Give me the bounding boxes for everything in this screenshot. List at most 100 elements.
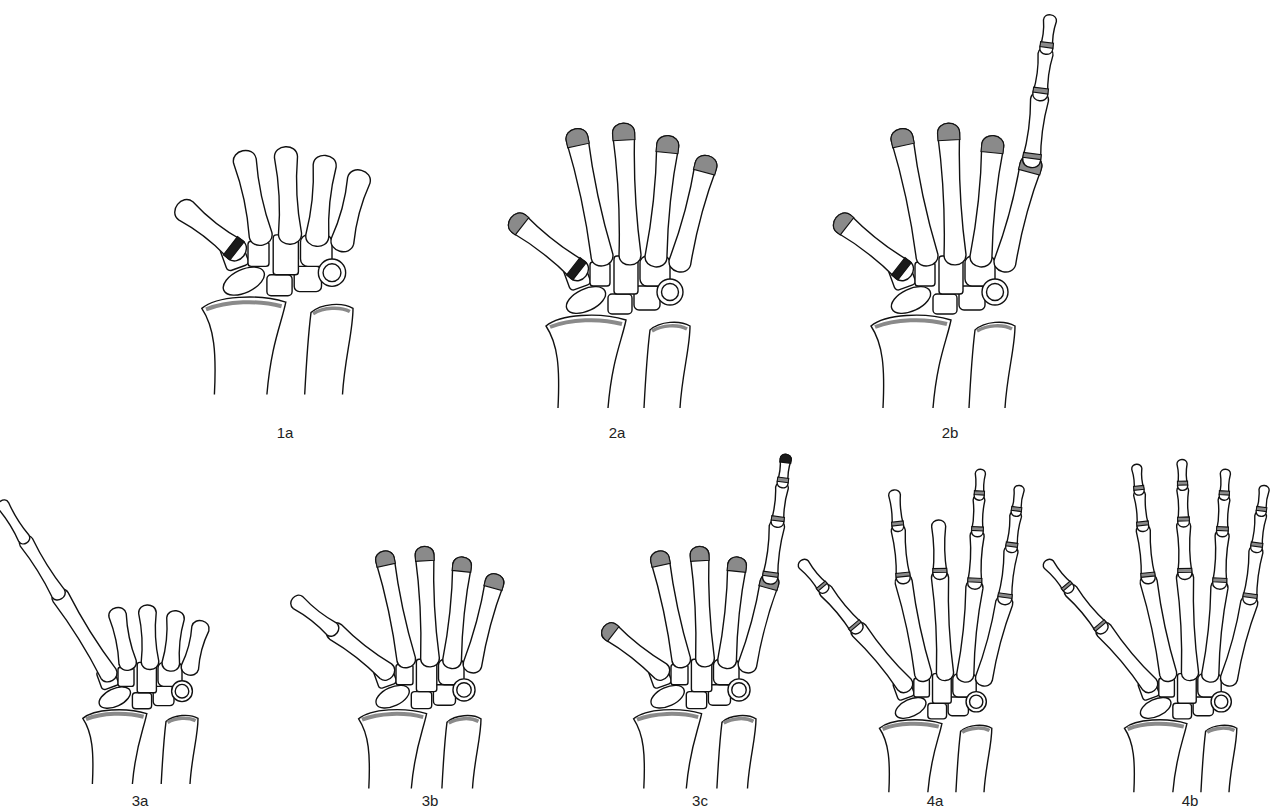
ulna-growth-plate bbox=[1207, 728, 1234, 732]
metacarpal-head-epiphysis bbox=[727, 557, 746, 572]
phalanx-growth-plate bbox=[1217, 526, 1229, 531]
lunate-bone bbox=[608, 294, 632, 314]
metacarpal-bone bbox=[895, 574, 932, 681]
finger-phalanx bbox=[1132, 464, 1144, 495]
finger-phalanx bbox=[972, 495, 985, 537]
metacarpal-bone bbox=[233, 150, 272, 245]
phalanx-growth-plate bbox=[1093, 620, 1106, 631]
finger-phalanx bbox=[1217, 495, 1230, 537]
ulna-bone bbox=[644, 322, 690, 408]
metacarpal-bone bbox=[891, 129, 938, 266]
ulna-growth-plate bbox=[724, 719, 754, 723]
phalanx-growth-plate bbox=[892, 521, 904, 526]
radius-growth-plate bbox=[1128, 724, 1184, 729]
finger-phalanx bbox=[1033, 48, 1053, 101]
finger-phalanx bbox=[1023, 92, 1049, 168]
metacarpal-bone bbox=[463, 574, 504, 673]
metacarpal-bone bbox=[566, 129, 613, 266]
phalanx-growth-plate bbox=[1213, 578, 1227, 583]
phalanx-growth-plate bbox=[1061, 581, 1072, 591]
ulna-bone bbox=[305, 304, 353, 394]
lunate-bone bbox=[928, 703, 947, 719]
pisiform-bone bbox=[318, 259, 345, 286]
metacarpal-bone bbox=[651, 551, 691, 668]
thumb-phalanx bbox=[1043, 559, 1074, 593]
metacarpal-bone bbox=[690, 546, 714, 666]
ulna-growth-plate bbox=[977, 326, 1012, 331]
pisiform-inner bbox=[987, 284, 1004, 301]
panel-label: 2b bbox=[942, 424, 959, 441]
phalanx-growth-plate bbox=[896, 572, 910, 577]
finger-phalanx bbox=[1006, 511, 1022, 553]
finger-phalanx bbox=[889, 490, 904, 532]
finger-phalanx bbox=[1134, 490, 1149, 532]
radius-bone bbox=[871, 315, 951, 408]
finger-phalanx bbox=[777, 454, 791, 488]
ulna-bone bbox=[956, 725, 992, 792]
lunate-bone bbox=[1173, 703, 1192, 719]
phalanx-growth-plate bbox=[1011, 506, 1022, 511]
finger-phalanx bbox=[1040, 15, 1057, 55]
phalanx-growth-plate bbox=[1006, 542, 1018, 547]
phalanx-growth-plate bbox=[1178, 517, 1190, 521]
thumb-metacarpal bbox=[851, 623, 913, 693]
thumb-metacarpal bbox=[175, 199, 247, 260]
metacarpal-bone bbox=[613, 123, 641, 265]
thumb-metacarpal bbox=[508, 213, 588, 281]
phalanx-growth-plate bbox=[848, 620, 861, 631]
radius-bone bbox=[546, 315, 626, 408]
metacarpal-head-epiphysis bbox=[613, 123, 635, 140]
ulna-bone bbox=[717, 716, 756, 789]
metacarpal-head-epiphysis bbox=[452, 557, 471, 572]
finger-phalanx bbox=[1177, 520, 1192, 579]
finger-phalanx bbox=[1219, 469, 1230, 500]
ulna-growth-plate bbox=[449, 719, 479, 723]
metacarpal-head-epiphysis bbox=[938, 123, 960, 140]
finger-phalanx bbox=[1256, 485, 1269, 516]
thumb-head-epiphysis bbox=[833, 213, 853, 235]
hand-skeleton bbox=[798, 469, 1024, 792]
metacarpal-bone bbox=[331, 170, 370, 252]
thumb-metacarpal bbox=[602, 623, 670, 681]
finger-phalanx bbox=[1136, 525, 1155, 584]
metacarpal-head-epiphysis bbox=[415, 546, 434, 561]
metacarpal-bone bbox=[181, 621, 209, 676]
metacarpal-bone bbox=[162, 611, 184, 671]
radius-growth-plate bbox=[86, 714, 144, 719]
ulna-bone bbox=[969, 322, 1015, 408]
lunate-bone bbox=[267, 275, 292, 296]
metacarpal-bone bbox=[738, 574, 779, 673]
ulna-bone bbox=[1201, 725, 1237, 792]
thumb-metacarpal bbox=[1096, 623, 1158, 693]
phalanx-growth-plate bbox=[1033, 87, 1049, 94]
finger-phalanx bbox=[1243, 546, 1263, 605]
hand-skeleton bbox=[833, 15, 1056, 408]
metacarpal-bone bbox=[1176, 570, 1198, 680]
metacarpal-bone bbox=[415, 546, 439, 666]
pisiform-bone bbox=[966, 692, 986, 712]
pisiform-inner bbox=[970, 695, 983, 708]
finger-phalanx bbox=[1177, 459, 1188, 490]
phalanx-growth-plate bbox=[998, 593, 1012, 599]
metacarpal-bone bbox=[306, 155, 336, 246]
metacarpal-bone bbox=[931, 570, 953, 680]
pisiform-inner bbox=[323, 264, 341, 282]
finger-phalanx bbox=[998, 546, 1018, 605]
phalanx-growth-plate bbox=[1243, 593, 1257, 599]
radius-bone bbox=[879, 720, 941, 792]
thumb-head-epiphysis bbox=[602, 623, 619, 642]
metacarpal-bone bbox=[938, 123, 966, 265]
metacarpal-bone bbox=[994, 155, 1042, 272]
radius-growth-plate bbox=[206, 302, 282, 309]
metacarpal-head-epiphysis bbox=[484, 574, 504, 591]
metacarpal-head-epiphysis bbox=[693, 155, 716, 175]
radius-growth-plate bbox=[362, 714, 423, 720]
pisiform-bone bbox=[982, 279, 1008, 305]
phalanx-growth-plate bbox=[1040, 42, 1054, 49]
pisiform-inner bbox=[175, 684, 189, 698]
metacarpal-bone bbox=[1220, 595, 1257, 686]
pisiform-bone bbox=[172, 681, 193, 702]
thumb-phalanx bbox=[291, 595, 339, 636]
